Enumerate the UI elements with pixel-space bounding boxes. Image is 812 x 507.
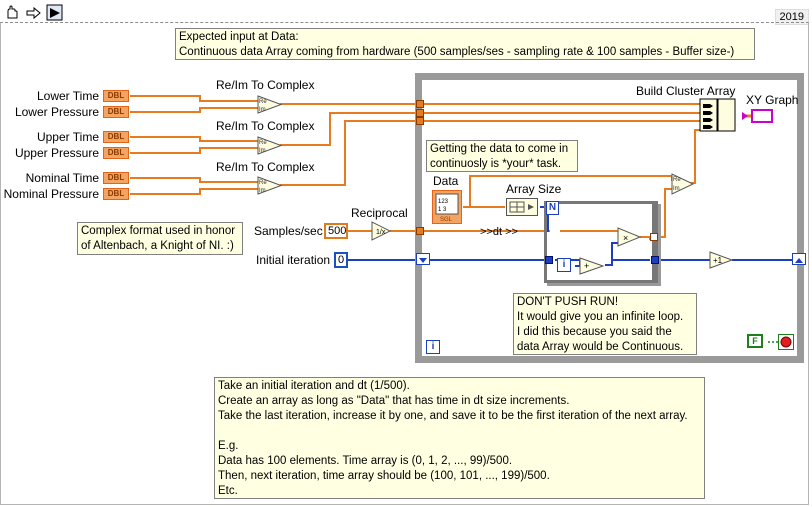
explanation-line2: Create an array as long as "Data" that h… bbox=[218, 395, 570, 407]
build-cluster-array-label: Build Cluster Array bbox=[636, 84, 736, 98]
data-array-terminal[interactable]: 123 1 3 SGL bbox=[432, 190, 462, 224]
explanation-line7: Then, next iteration, time array should … bbox=[218, 470, 550, 482]
explanation-line1: Take an initial iteration and dt (1/500)… bbox=[218, 380, 410, 392]
svg-text:+: + bbox=[584, 261, 589, 271]
reciprocal-label: Reciprocal bbox=[351, 206, 408, 220]
expected-input-note: Expected input at Data: Continuous data … bbox=[175, 28, 755, 60]
explanation-line4 bbox=[218, 424, 701, 439]
svg-text:Im: Im bbox=[259, 188, 266, 194]
loop-tunnel-3 bbox=[416, 117, 424, 125]
upper-pressure-terminal[interactable]: DBL bbox=[103, 147, 129, 159]
data-label: Data bbox=[433, 174, 459, 188]
getting-data-line1: Getting the data to come in bbox=[430, 143, 569, 155]
upper-time-label: Upper Time bbox=[36, 130, 99, 144]
increment-label: +1 bbox=[713, 256, 723, 265]
upper-time-terminal[interactable]: DBL bbox=[103, 131, 129, 143]
for-loop-indexing-tunnel bbox=[650, 233, 658, 241]
complex-format-line2: of Altenbach, a Knight of NI. :) bbox=[81, 240, 234, 252]
loop-tunnel-2 bbox=[416, 109, 424, 117]
for-loop-tunnel-in bbox=[545, 256, 553, 264]
samples-sec-constant[interactable]: 500 bbox=[324, 223, 348, 239]
while-loop[interactable] bbox=[415, 73, 804, 363]
hand-icon[interactable] bbox=[3, 4, 20, 21]
step-arrow-icon[interactable] bbox=[25, 4, 42, 21]
explanation-line6: Data has 100 elements. Time array is (0,… bbox=[218, 455, 513, 467]
dont-push-line2: It would give you an infinite loop. bbox=[517, 311, 684, 323]
lower-pressure-terminal[interactable]: DBL bbox=[103, 106, 129, 118]
dont-push-line1: DON'T PUSH RUN! bbox=[517, 296, 619, 308]
expected-input-line1: Expected input at Data: bbox=[179, 31, 299, 43]
for-loop-count-terminal[interactable]: N bbox=[546, 201, 559, 215]
reim-to-complex-label-2: Re/Im To Complex bbox=[216, 119, 315, 133]
explanation-line5: E.g. bbox=[218, 440, 239, 452]
samples-sec-label: Samples/sec bbox=[254, 224, 323, 238]
svg-text:Re: Re bbox=[259, 99, 267, 105]
svg-text:1/x: 1/x bbox=[376, 229, 386, 236]
false-constant[interactable]: F bbox=[747, 334, 763, 348]
initial-iteration-constant[interactable]: 0 bbox=[334, 252, 348, 268]
svg-text:1 3: 1 3 bbox=[438, 207, 447, 213]
svg-text:Re: Re bbox=[259, 180, 267, 186]
complex-format-note: Complex format used in honor of Altenbac… bbox=[77, 222, 243, 255]
explanation-line3: Take the last iteration, increase it by … bbox=[218, 410, 688, 422]
while-loop-iteration-terminal: i bbox=[426, 340, 440, 354]
nominal-time-label: Nominal Time bbox=[25, 171, 99, 185]
nominal-pressure-label: Nominal Pressure bbox=[3, 187, 99, 201]
array-size-node[interactable] bbox=[506, 198, 538, 216]
svg-text:Im: Im bbox=[259, 148, 266, 154]
for-loop-tunnel-out bbox=[651, 256, 659, 264]
shift-register-left[interactable] bbox=[416, 253, 430, 265]
svg-text:Im: Im bbox=[259, 107, 266, 113]
dont-push-line3: I did this because you said the bbox=[517, 326, 672, 338]
lower-time-label: Lower Time bbox=[36, 89, 99, 103]
reim-to-complex-label-1: Re/Im To Complex bbox=[216, 78, 315, 92]
loop-tunnel-dt bbox=[416, 227, 424, 235]
xy-graph-label: XY Graph bbox=[746, 93, 799, 107]
shift-register-right[interactable] bbox=[792, 253, 806, 265]
svg-text:SGL: SGL bbox=[440, 217, 453, 223]
getting-data-line2: continuosly is *your* task. bbox=[430, 158, 562, 170]
explanation-note: Take an initial iteration and dt (1/500)… bbox=[214, 377, 705, 499]
array-size-label: Array Size bbox=[506, 182, 562, 196]
dt-label: >>dt >> bbox=[480, 226, 518, 238]
reim-to-complex-label-3: Re/Im To Complex bbox=[216, 160, 315, 174]
svg-text:Im: Im bbox=[673, 186, 680, 192]
svg-text:Re: Re bbox=[673, 177, 681, 183]
lower-pressure-label: Lower Pressure bbox=[14, 105, 99, 119]
complex-format-line1: Complex format used in honor bbox=[81, 225, 236, 237]
lower-time-terminal[interactable]: DBL bbox=[103, 90, 129, 102]
dont-push-note: DON'T PUSH RUN! It would give you an inf… bbox=[513, 293, 697, 355]
svg-text:Re: Re bbox=[259, 140, 267, 146]
block-diagram-frame bbox=[0, 22, 809, 505]
loop-tunnel-1 bbox=[416, 100, 424, 108]
upper-pressure-label: Upper Pressure bbox=[14, 146, 99, 160]
explanation-line8: Etc. bbox=[218, 485, 238, 497]
for-loop-iteration-terminal: i bbox=[557, 258, 571, 272]
for-loop[interactable] bbox=[544, 201, 658, 283]
getting-data-note: Getting the data to come in continuosly … bbox=[426, 140, 578, 172]
dont-push-line4: data Array would be Continuous. bbox=[517, 341, 684, 353]
nominal-pressure-terminal[interactable]: DBL bbox=[103, 188, 129, 200]
initial-iteration-label: Initial iteration bbox=[256, 253, 331, 267]
version-label: 2019 bbox=[774, 9, 809, 25]
stop-terminal[interactable] bbox=[778, 334, 794, 350]
svg-text:×: × bbox=[623, 233, 628, 243]
svg-text:123: 123 bbox=[438, 199, 449, 205]
nominal-time-terminal[interactable]: DBL bbox=[103, 172, 129, 184]
expected-input-line2: Continuous data Array coming from hardwa… bbox=[179, 46, 735, 58]
run-arrow-icon[interactable] bbox=[46, 4, 63, 21]
